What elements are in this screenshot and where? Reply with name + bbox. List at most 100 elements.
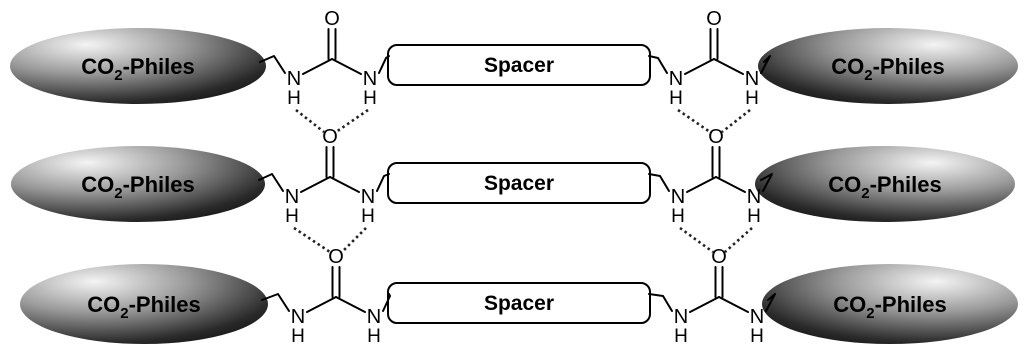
c-n-bond	[335, 296, 366, 313]
hydrogen-bond	[721, 108, 751, 134]
n-linker-bond	[261, 293, 290, 312]
hydrogen-bond	[679, 226, 714, 254]
nitrogen-atom: N	[363, 68, 377, 90]
n-spacer-bond	[648, 173, 670, 192]
hydrogen-atom: H	[750, 326, 764, 347]
hydrogen-bond-layer	[293, 108, 753, 254]
oxygen-atom: O	[322, 126, 338, 148]
spacer-box	[387, 162, 651, 204]
c-n-bond	[689, 296, 720, 313]
n-linker-bond	[259, 55, 286, 74]
n-spacer-bond	[648, 293, 673, 312]
hydrogen-atom: H	[669, 88, 683, 109]
nitrogen-atom: N	[671, 186, 685, 208]
c-n-bond	[306, 296, 337, 313]
n-linker-bond	[760, 55, 771, 74]
philes-label-subscript: 2	[120, 305, 128, 322]
philes-label-tail: -Philes	[123, 54, 195, 79]
hydrogen-atom: H	[291, 326, 305, 347]
n-spacer-bond	[376, 173, 390, 192]
nitrogen-atom: N	[287, 68, 301, 90]
philes-label-subscript: 2	[861, 185, 869, 202]
philes-label-tail: -Philes	[875, 292, 947, 317]
c-n-bond	[684, 58, 715, 75]
hydrogen-atom: H	[287, 88, 301, 109]
c-n-bond	[718, 296, 749, 313]
philes-label-co: CO	[833, 292, 866, 317]
c-n-bond	[329, 176, 360, 193]
spacer-label: Spacer	[484, 54, 554, 77]
philes-label-subscript: 2	[866, 305, 874, 322]
spacer-box	[387, 282, 651, 324]
philes-label-co: CO	[81, 172, 114, 197]
co2-philes-ellipse-right	[758, 28, 1018, 104]
nitrogen-atom: N	[750, 306, 764, 328]
hydrogen-bond	[341, 227, 367, 253]
hydrogen-atom: H	[285, 206, 299, 227]
nitrogen-atom: N	[669, 68, 683, 90]
c-n-bond	[300, 176, 331, 193]
oxygen-atom: O	[328, 246, 344, 268]
spacer-label: Spacer	[484, 172, 554, 195]
co2-philes-label-right: CO2-Philes	[828, 172, 941, 202]
nitrogen-atom: N	[747, 186, 761, 208]
c-n-bond	[686, 176, 717, 193]
philes-label-co: CO	[828, 172, 861, 197]
oxygen-atom: O	[706, 8, 722, 30]
nitrogen-atom: N	[745, 68, 759, 90]
nitrogen-atom: N	[285, 186, 299, 208]
hydrogen-bond	[293, 226, 331, 254]
philes-label-co: CO	[81, 54, 114, 79]
n-spacer-bond	[648, 55, 668, 74]
co2-philes-ellipse-right	[762, 264, 1018, 344]
nitrogen-atom: N	[361, 186, 375, 208]
co2-philes-label-right: CO2-Philes	[831, 54, 944, 84]
philes-label-co: CO	[87, 292, 120, 317]
hydrogen-atom: H	[674, 326, 688, 347]
n-spacer-bond	[382, 293, 391, 312]
hydrogen-atom: H	[367, 326, 381, 347]
hydrogen-atom: H	[747, 206, 761, 227]
c-n-bond	[715, 176, 746, 193]
oxygen-atom: O	[711, 246, 727, 268]
hydrogen-atom: H	[363, 88, 377, 109]
nitrogen-atom: N	[674, 306, 688, 328]
nitrogen-atom: N	[367, 306, 381, 328]
co2-philes-ellipse-left	[10, 28, 266, 104]
n-linker-bond	[760, 173, 773, 192]
nitrogen-atom: N	[291, 306, 305, 328]
co2-philes-ellipse-right	[755, 146, 1015, 222]
oxygen-atom: O	[324, 8, 340, 30]
hydrogen-atom: H	[361, 206, 375, 227]
philes-label-tail: -Philes	[870, 172, 942, 197]
philes-label-tail: -Philes	[123, 172, 195, 197]
co2-philes-ellipse-left	[11, 146, 265, 222]
c-n-bond	[302, 58, 333, 75]
hydrogen-bond	[724, 227, 753, 253]
c-n-bond	[713, 58, 744, 75]
oxygen-atom: O	[708, 126, 724, 148]
philes-label-subscript: 2	[114, 185, 122, 202]
hydrogen-atom: H	[745, 88, 759, 109]
philes-label-tail: -Philes	[873, 54, 945, 79]
co2-philes-label-left: CO2-Philes	[81, 54, 194, 84]
co2-philes-label-left: CO2-Philes	[81, 172, 194, 202]
co2-philes-label-left: CO2-Philes	[87, 292, 200, 322]
hydrogen-bond	[335, 108, 369, 134]
hydrogen-bond	[295, 108, 325, 134]
spacer-box	[387, 44, 651, 86]
co2-philes-label-right: CO2-Philes	[833, 292, 946, 322]
c-n-bond	[331, 58, 362, 75]
philes-label-co: CO	[831, 54, 864, 79]
hydrogen-atom: H	[671, 206, 685, 227]
